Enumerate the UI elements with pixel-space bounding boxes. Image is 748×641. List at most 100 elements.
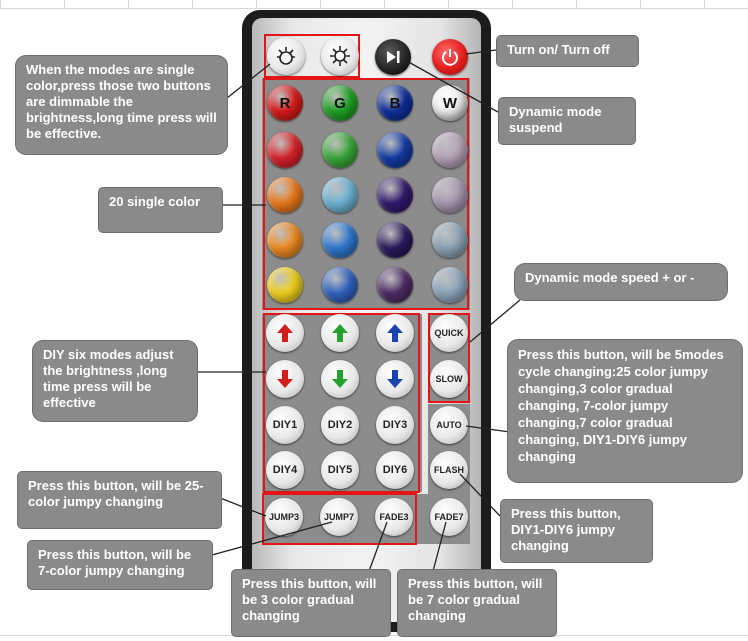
color-button-r1-c4[interactable]: W — [432, 85, 468, 121]
callout-flash: Press this button, DIY1-DIY6 jumpy chang… — [501, 500, 652, 562]
diy4-button[interactable]: DIY4 — [266, 451, 304, 489]
slow-label: SLOW — [435, 374, 463, 384]
slow-button[interactable]: SLOW — [430, 360, 468, 398]
color-button-r5-c4[interactable] — [432, 267, 468, 303]
color-highlight — [263, 78, 469, 310]
diy5-label: DIY5 — [327, 464, 353, 476]
leader-brightness — [226, 63, 271, 99]
color-button-label: G — [334, 94, 346, 112]
diy2-button[interactable]: DIY2 — [321, 406, 359, 444]
brightness-up-button[interactable] — [321, 37, 359, 75]
jump3-button[interactable]: JUMP3 — [265, 498, 303, 536]
callout-brightness: When the modes are single color,press th… — [16, 56, 227, 154]
diy1-label: DIY1 — [272, 419, 298, 431]
callout-jump7-text: Press this button, will be 7-color jumpy… — [38, 547, 192, 578]
arrow-up-green-icon — [332, 324, 348, 342]
leader-fade7 — [431, 521, 447, 576]
diy1-button[interactable]: DIY1 — [266, 406, 304, 444]
color-button-r5-c1[interactable] — [267, 267, 303, 303]
diy6-label: DIY6 — [382, 464, 408, 476]
spreadsheet-header-strip — [0, 0, 748, 9]
jump7-button[interactable]: JUMP7 — [320, 498, 358, 536]
arrow-down-blue-icon — [387, 370, 403, 388]
callout-auto-text: Press this button, will be 5modes cycle … — [518, 347, 724, 464]
color-button-label: B — [389, 94, 401, 112]
color-button-r5-c2[interactable] — [322, 267, 358, 303]
auto-label: AUTO — [436, 420, 462, 430]
arrow-up-blue-icon — [387, 324, 403, 342]
callout-speed: Dynamic mode speed + or - — [515, 264, 727, 300]
red-brightness-up-button[interactable] — [266, 314, 304, 352]
color-button-r1-c3[interactable]: B — [377, 85, 413, 121]
bottom-highlight — [262, 493, 417, 545]
leader-power — [465, 49, 497, 55]
callout-jump7: Press this button, will be 7-color jumpy… — [28, 541, 212, 589]
quick-button[interactable]: QUICK — [430, 314, 468, 352]
callout-diy-adjust-text: DIY six modes adjust the brightness ,lon… — [43, 347, 174, 410]
color-button-r3-c1[interactable] — [267, 177, 303, 213]
arrow-up-red-icon — [277, 324, 293, 342]
diy4-label: DIY4 — [272, 464, 298, 476]
color-button-r3-c4[interactable] — [432, 177, 468, 213]
play-pause-button[interactable] — [375, 39, 411, 75]
fade3-button[interactable]: FADE3 — [375, 498, 413, 536]
arrow-down-red-icon — [277, 370, 293, 388]
green-brightness-down-button[interactable] — [321, 360, 359, 398]
diy5-button[interactable]: DIY5 — [321, 451, 359, 489]
color-button-r2-c4[interactable] — [432, 132, 468, 168]
callout-single-color: 20 single color — [99, 188, 222, 232]
sun-bright-icon — [330, 46, 350, 66]
fade7-button[interactable]: FADE7 — [430, 498, 468, 536]
callout-speed-text: Dynamic mode speed + or - — [525, 270, 695, 285]
diy3-label: DIY3 — [382, 419, 408, 431]
color-button-r4-c2[interactable] — [322, 222, 358, 258]
color-button-r1-c2[interactable]: G — [322, 85, 358, 121]
color-button-r3-c2[interactable] — [322, 177, 358, 213]
callout-fade7: Press this button, will be 7 color gradu… — [398, 570, 556, 636]
diy3-button[interactable]: DIY3 — [376, 406, 414, 444]
callout-single-color-text: 20 single color — [109, 194, 201, 209]
brightness-down-button[interactable] — [267, 37, 305, 75]
color-button-r2-c3[interactable] — [377, 132, 413, 168]
color-button-r3-c3[interactable] — [377, 177, 413, 213]
color-button-r2-c1[interactable] — [267, 132, 303, 168]
callout-power-text: Turn on/ Turn off — [507, 42, 610, 57]
quick-label: QUICK — [434, 328, 464, 338]
flash-label: FLASH — [434, 465, 464, 475]
callout-auto: Press this button, will be 5modes cycle … — [508, 340, 742, 482]
diy2-label: DIY2 — [327, 419, 353, 431]
arrow-down-green-icon — [332, 370, 348, 388]
callout-dynamic-suspend: Dynamic mode suspend — [499, 98, 635, 144]
diy6-button[interactable]: DIY6 — [376, 451, 414, 489]
green-brightness-up-button[interactable] — [321, 314, 359, 352]
leader-auto — [465, 425, 511, 433]
callout-fade3: Press this button, will be 3 color gradu… — [232, 570, 390, 636]
auto-button[interactable]: AUTO — [430, 406, 468, 444]
color-button-r1-c1[interactable]: R — [267, 85, 303, 121]
jump3-label: JUMP3 — [268, 512, 299, 522]
sun-dim-icon — [277, 47, 295, 65]
color-button-r4-c3[interactable] — [377, 222, 413, 258]
callout-dynamic-suspend-text: Dynamic mode suspend — [509, 104, 602, 135]
color-button-r2-c2[interactable] — [322, 132, 358, 168]
blue-brightness-down-button[interactable] — [376, 360, 414, 398]
callout-power: Turn on/ Turn off — [497, 36, 638, 66]
leader-flash — [459, 473, 501, 517]
blue-brightness-up-button[interactable] — [376, 314, 414, 352]
color-button-r5-c3[interactable] — [377, 267, 413, 303]
fade3-label: FADE3 — [379, 512, 409, 522]
callout-jump3: Press this button, will be 25-color jump… — [18, 472, 221, 528]
jump7-label: JUMP7 — [323, 512, 354, 522]
callout-flash-text: Press this button, DIY1-DIY6 jumpy chang… — [511, 506, 621, 553]
color-button-r4-c4[interactable] — [432, 222, 468, 258]
callout-fade3-text: Press this button, will be 3 color gradu… — [242, 576, 377, 623]
flash-button[interactable]: FLASH — [430, 451, 468, 489]
color-button-r4-c1[interactable] — [267, 222, 303, 258]
leader-speed — [469, 299, 521, 343]
power-button[interactable] — [432, 39, 468, 75]
red-brightness-down-button[interactable] — [266, 360, 304, 398]
fade7-label: FADE7 — [434, 512, 464, 522]
leader-suspend — [404, 59, 499, 113]
callout-diy-adjust: DIY six modes adjust the brightness ,lon… — [33, 341, 197, 421]
